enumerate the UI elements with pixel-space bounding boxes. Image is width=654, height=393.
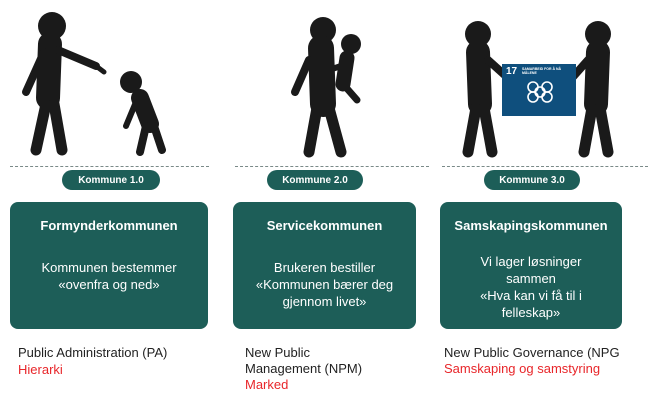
divider-line xyxy=(235,166,429,167)
sdg-sign-number: 17 xyxy=(506,66,518,77)
caption-red: Hierarki xyxy=(18,362,63,377)
box-title: Formynderkommunen xyxy=(40,218,178,233)
badge-kommune: Kommune 2.0 xyxy=(267,170,363,190)
caption: New Public xyxy=(245,345,311,360)
content-box: Servicekommunen Brukeren bestiller «Komm… xyxy=(233,202,416,329)
divider-line xyxy=(10,166,209,167)
box-body: Vi lager løsninger sammen «Hva kan vi få… xyxy=(446,253,616,321)
box-body: Kommunen bestemmer «ovenfra og ned» xyxy=(16,259,202,293)
adult-pointing-at-child-icon xyxy=(22,12,166,156)
badge-kommune: Kommune 3.0 xyxy=(484,170,580,190)
column-kommune-1: Kommune 1.0 Formynderkommunen Kommunen b… xyxy=(0,0,215,393)
caption: Management (NPM) xyxy=(245,361,363,376)
body-line: sammen xyxy=(506,271,556,286)
caption-red: Samskaping og samstyring xyxy=(444,361,601,376)
adult-carrying-child-icon xyxy=(291,17,361,158)
two-people-holding-sign-icon xyxy=(462,21,614,158)
divider-line xyxy=(442,166,648,167)
content-box: Samskapingskommunen Vi lager løsninger s… xyxy=(440,202,622,329)
body-line: «ovenfra og ned» xyxy=(58,277,160,292)
column-kommune-2: Kommune 2.0 Servicekommunen Brukeren bes… xyxy=(225,0,435,393)
body-line: Vi lager løsninger xyxy=(480,254,582,269)
caption-red: Marked xyxy=(245,377,289,392)
box-body: Brukeren bestiller «Kommunen bærer deg g… xyxy=(239,259,410,310)
caption: New Public Governance (NPG xyxy=(444,345,620,360)
box-title: Samskapingskommunen xyxy=(454,218,608,233)
body-line: «Hva kan vi få til i xyxy=(480,288,582,303)
body-line: gjennom livet» xyxy=(282,294,367,309)
caption: Public Administration (PA) xyxy=(18,345,168,360)
body-line: felleskap» xyxy=(501,305,561,320)
body-line: Brukeren bestiller xyxy=(273,260,376,275)
sdg-sign-text: SAMARBEID FOR Å NÅ MÅLENE xyxy=(522,67,562,75)
box-title: Servicekommunen xyxy=(266,218,383,233)
column-kommune-3: 17 SAMARBEID FOR Å NÅ MÅLENE Kommune 3.0… xyxy=(432,0,654,393)
body-line: «Kommunen bærer deg xyxy=(255,277,394,292)
content-box: Formynderkommunen Kommunen bestemmer «ov… xyxy=(10,202,208,329)
body-line: Kommunen bestemmer xyxy=(41,260,177,275)
badge-kommune: Kommune 1.0 xyxy=(62,170,160,190)
